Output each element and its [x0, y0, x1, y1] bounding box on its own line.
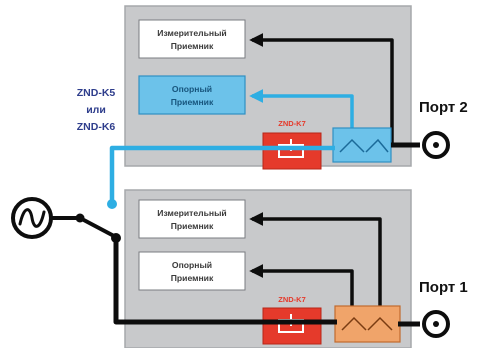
kit-label-line2: или — [86, 104, 106, 116]
port2-measuring-receiver: Измерительный Приемник — [138, 19, 246, 59]
port1-reference-receiver-label-line1: Опорный — [172, 260, 212, 270]
port2-measuring-receiver-label-line1: Измерительный — [157, 28, 226, 38]
port2-reference-path-arrow — [249, 89, 354, 131]
port1-feed-line — [113, 238, 337, 325]
port1-step-attenuator-icon — [262, 307, 322, 345]
port2-reference-receiver-label-line2: Приемник — [171, 97, 214, 107]
rf-switch-icon — [78, 216, 116, 238]
port2-measuring-path-arrow — [249, 33, 394, 143]
port1-measuring-receiver: Измерительный Приемник — [138, 199, 246, 239]
port2-reference-receiver-label-line1: Опорный — [172, 84, 212, 94]
port1-measuring-receiver-label-line1: Измерительный — [157, 208, 226, 218]
port1-reference-receiver: Опорный Приемник — [138, 251, 246, 291]
port1-measuring-path-arrow — [249, 212, 382, 318]
port2-znd-k7-label: ZND-K7 — [278, 119, 306, 128]
port1-directional-coupler-icon — [334, 305, 401, 343]
sine-source-icon — [11, 197, 53, 239]
kit-label-line1: ZND-K5 — [77, 87, 116, 99]
port2-directional-coupler-icon — [332, 127, 392, 163]
port1-reference-receiver-label-line2: Приемник — [171, 273, 214, 283]
port2-measuring-receiver-label-line2: Приемник — [171, 41, 214, 51]
port1-reference-path-arrow — [249, 264, 354, 306]
kit-label-line3: ZND-K6 — [77, 121, 116, 133]
port1-connector-icon — [398, 310, 450, 338]
port2-feed-line — [109, 145, 335, 204]
port2-connector-icon — [391, 131, 450, 159]
port2-label: Порт 2 — [419, 99, 468, 116]
port1-znd-k7-label: ZND-K7 — [278, 295, 306, 304]
port2-reference-receiver: Опорный Приемник — [138, 75, 246, 115]
port2-step-attenuator-icon — [262, 132, 322, 170]
port1-measuring-receiver-label-line2: Приемник — [171, 221, 214, 231]
port1-label: Порт 1 — [419, 279, 468, 296]
switch-contact-port2 — [107, 199, 117, 209]
